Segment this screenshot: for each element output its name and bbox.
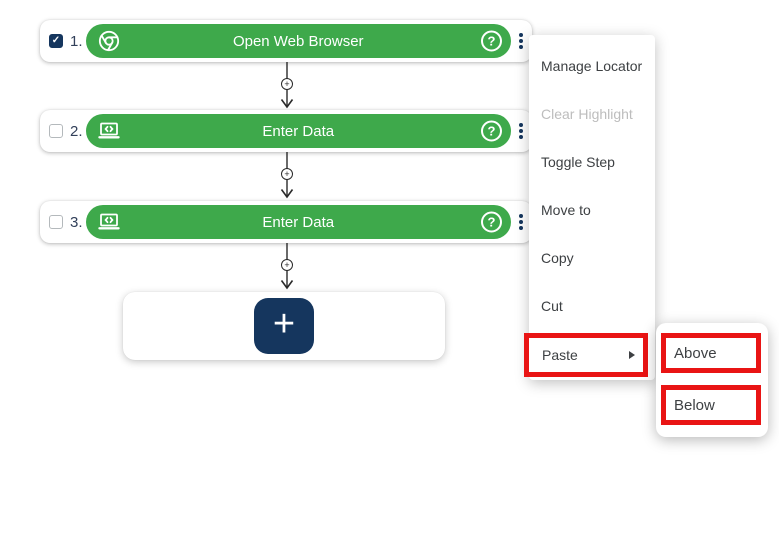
laptop-code-icon [97, 119, 121, 143]
step-1-label: Open Web Browser [232, 32, 364, 50]
help-icon[interactable]: ? [481, 211, 502, 233]
menu-item-clear-highlight: Clear Highlight [541, 106, 633, 122]
help-icon[interactable]: ? [481, 30, 502, 52]
menu-item-cut[interactable]: Cut [541, 298, 563, 314]
laptop-code-icon [97, 210, 121, 234]
step-2-action-button[interactable]: Enter Data ? [85, 114, 511, 148]
insert-step-icon[interactable]: + [281, 168, 293, 180]
plus-icon: + [272, 303, 296, 345]
step-3-number: 3. [70, 213, 83, 231]
step-1-checkbox[interactable]: ✓ [49, 34, 63, 48]
chrome-browser-icon [97, 29, 121, 53]
step-3-checkbox[interactable] [49, 215, 63, 229]
menu-item-copy[interactable]: Copy [541, 250, 574, 266]
add-step-card: + [123, 292, 445, 360]
help-icon[interactable]: ? [481, 120, 502, 142]
step-3-kebab-menu-icon[interactable] [514, 214, 528, 230]
step-card-2: 2. Enter Data ? [40, 110, 532, 152]
step-2-label: Enter Data [262, 122, 335, 140]
menu-item-paste[interactable]: Paste [524, 333, 648, 377]
step-2-checkbox[interactable] [49, 124, 63, 138]
step-connector: + [276, 62, 298, 110]
insert-step-icon[interactable]: + [281, 259, 293, 271]
menu-item-manage-locator[interactable]: Manage Locator [541, 58, 643, 74]
step-3-label: Enter Data [262, 213, 335, 231]
step-connector: + [276, 243, 298, 291]
add-step-button[interactable]: + [254, 298, 314, 354]
check-icon: ✓ [51, 35, 61, 46]
submenu-arrow-icon [629, 351, 635, 359]
step-2-kebab-menu-icon[interactable] [514, 123, 528, 139]
step-1-kebab-menu-icon[interactable] [514, 33, 528, 49]
step-card-1: ✓ 1. Open Web Browser ? [40, 20, 532, 62]
step-1-number: 1. [70, 32, 83, 50]
step-connector: + [276, 152, 298, 200]
step-1-action-button[interactable]: Open Web Browser ? [85, 24, 511, 58]
step-card-3: 3. Enter Data ? [40, 201, 532, 243]
submenu-item-below[interactable]: Below [661, 385, 761, 425]
paste-label: Paste [542, 347, 578, 363]
context-menu: Manage Locator Clear Highlight Toggle St… [524, 35, 655, 380]
paste-submenu: Above Below [656, 323, 768, 437]
step-3-action-button[interactable]: Enter Data ? [85, 205, 511, 239]
menu-item-toggle-step[interactable]: Toggle Step [541, 154, 615, 170]
menu-item-move-to[interactable]: Move to [541, 202, 591, 218]
submenu-item-above[interactable]: Above [661, 333, 761, 373]
step-2-number: 2. [70, 122, 83, 140]
insert-step-icon[interactable]: + [281, 78, 293, 90]
